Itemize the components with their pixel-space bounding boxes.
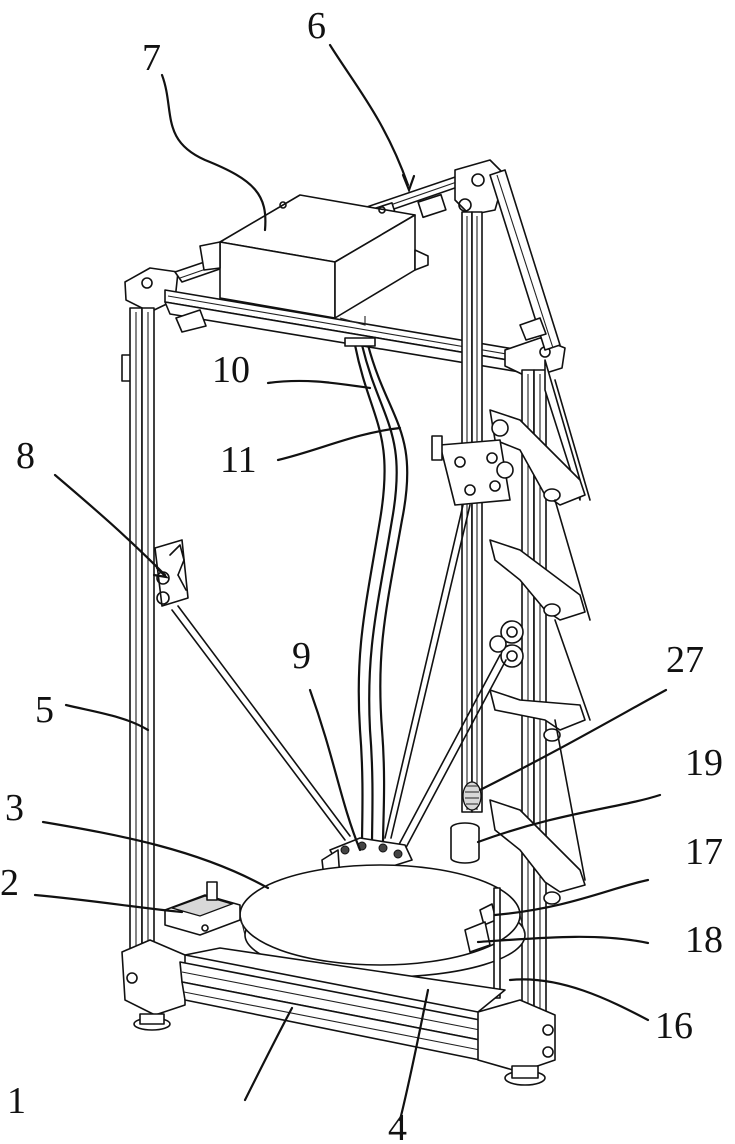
- callout-11: 11: [220, 439, 257, 481]
- leader-2: [35, 895, 182, 912]
- callout-10: 10: [212, 349, 250, 391]
- feed-tubes: [345, 338, 407, 845]
- leader-6: [330, 45, 408, 185]
- callout-3: 3: [5, 787, 24, 829]
- callout-27: 27: [666, 639, 704, 681]
- callout-17: 17: [685, 831, 723, 873]
- leader-3: [43, 822, 268, 888]
- delta-arms: [172, 505, 506, 855]
- callout-19: 19: [685, 742, 723, 784]
- left-carriage: [155, 540, 188, 606]
- leader-7: [162, 75, 265, 230]
- callout-4: 4: [388, 1107, 407, 1144]
- callout-2: 2: [0, 862, 19, 904]
- leader-10: [268, 381, 370, 388]
- callout-7: 7: [142, 37, 161, 79]
- callout-1: 1: [7, 1080, 26, 1122]
- callout-5: 5: [35, 689, 54, 731]
- callout-8: 8: [16, 435, 35, 477]
- arrowhead-6: [403, 175, 414, 190]
- callout-6: 6: [307, 5, 326, 47]
- callout-18: 18: [685, 919, 723, 961]
- callout-16: 16: [655, 1005, 693, 1047]
- callout-9: 9: [292, 635, 311, 677]
- leader-1: [245, 1008, 292, 1100]
